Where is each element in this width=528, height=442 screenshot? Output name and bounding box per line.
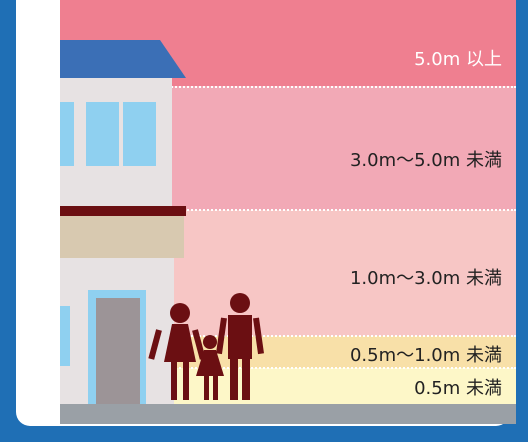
- label-under-05m: 0.5m 未満: [414, 378, 502, 399]
- house-door: [96, 298, 140, 406]
- label-3m-5m: 3.0m〜5.0m 未満: [349, 150, 502, 171]
- label-1m-3m: 1.0m〜3.0m 未満: [349, 268, 502, 289]
- house-lower-window-left: [60, 306, 70, 366]
- separator-1m: [60, 335, 516, 337]
- separator-5m: [60, 86, 516, 88]
- house-roof: [60, 40, 186, 78]
- ground: [60, 404, 516, 424]
- house-balcony: [60, 216, 184, 258]
- label-05m-1m: 0.5m〜1.0m 未満: [349, 345, 502, 366]
- house-upper-window-left: [60, 102, 74, 166]
- label-5m-plus: 5.0m 以上: [414, 49, 502, 70]
- separator-05m: [60, 367, 516, 369]
- house-illustration: [60, 40, 186, 406]
- house-balcony-rail: [60, 206, 186, 216]
- flood-depth-scene: 5.0m 以上 3.0m〜5.0m 未満 1.0m〜3.0m 未満 0.5m〜1…: [60, 0, 516, 424]
- separator-3m: [60, 209, 516, 211]
- family-silhouette: [148, 293, 264, 400]
- diagram-frame: 5.0m 以上 3.0m〜5.0m 未満 1.0m〜3.0m 未満 0.5m〜1…: [14, 0, 516, 428]
